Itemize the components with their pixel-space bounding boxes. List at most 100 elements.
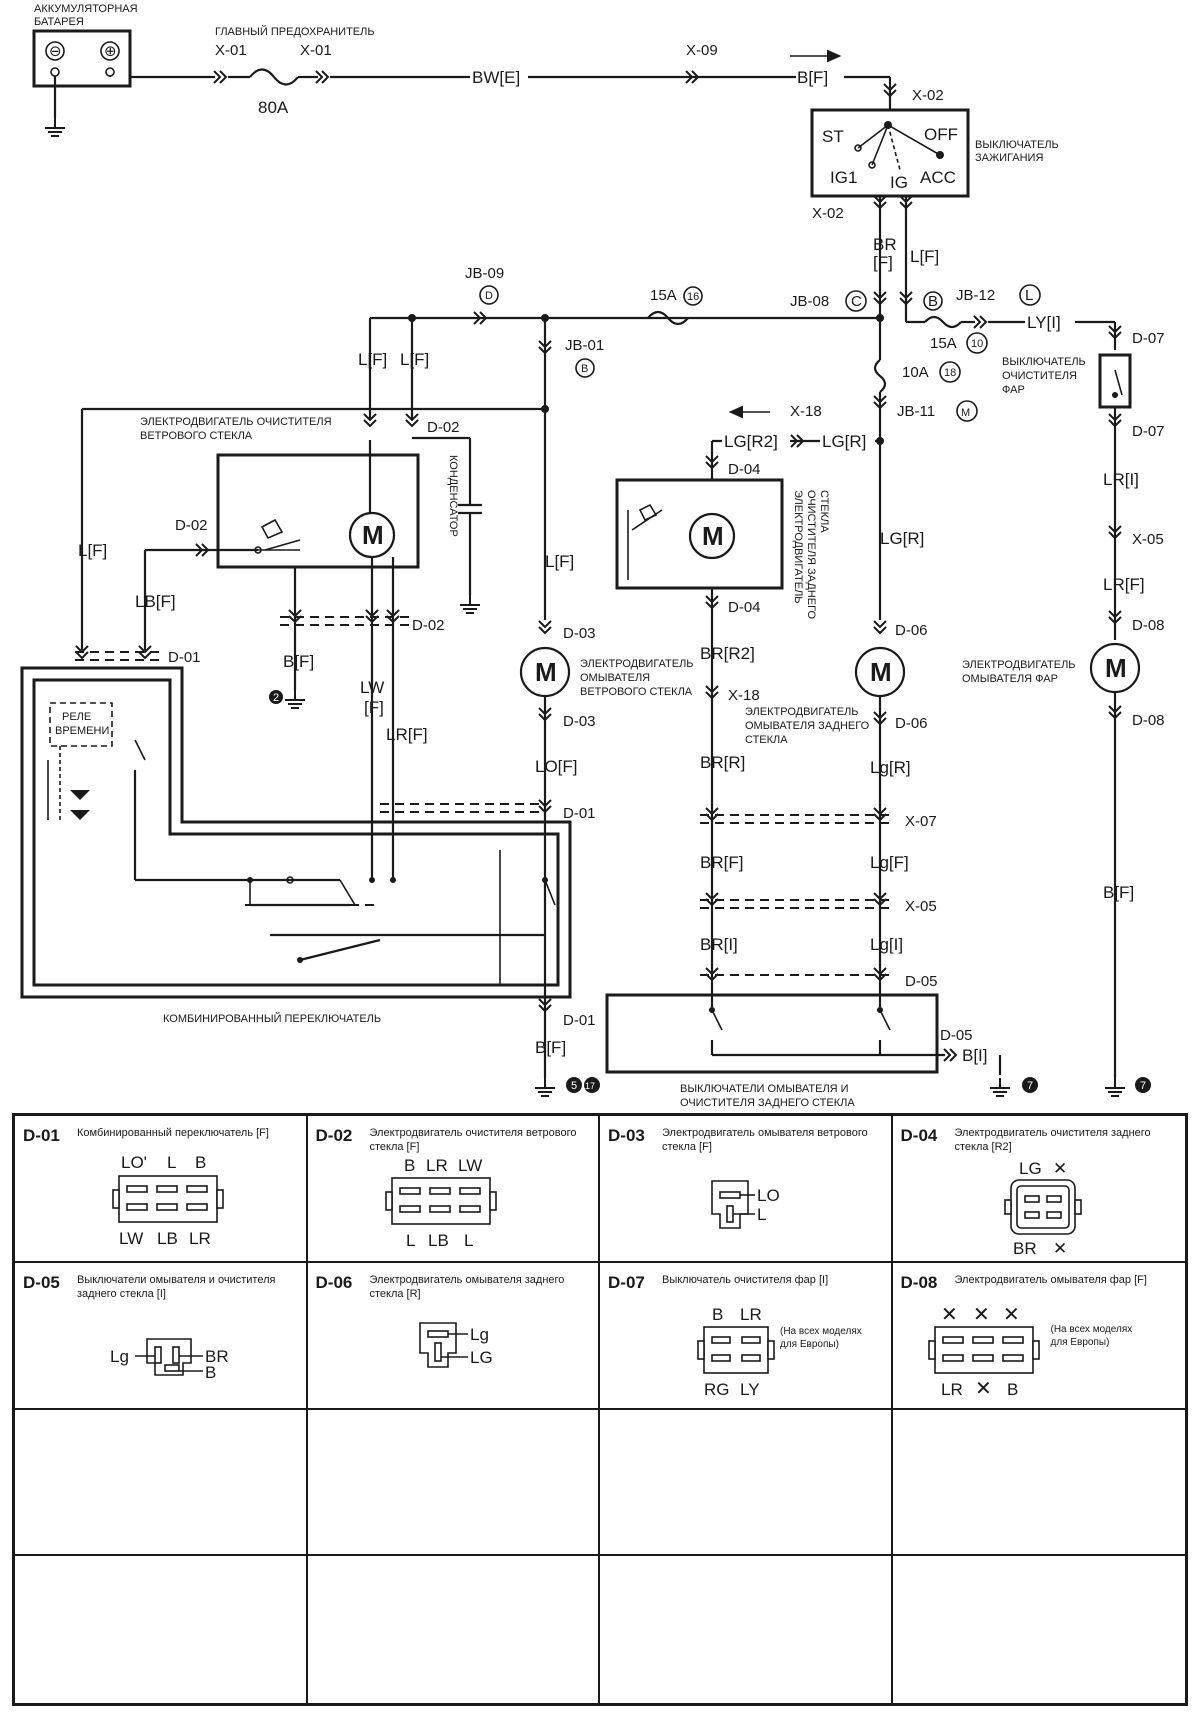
headlight-wiper-switch: ВЫКЛЮЧАТЕЛЬ ОЧИСТИТЕЛЯ ФАР (1002, 353, 1132, 409)
legend-id: D-05 (23, 1272, 60, 1292)
conn-d08-bottom: D-08 (1132, 712, 1165, 729)
legend-cell-d03: D-03 Электродвигатель омывателя ветровог… (600, 1116, 893, 1263)
battery-plus-icon: ⊕ (104, 43, 117, 60)
motor-icon: M (535, 657, 557, 687)
pin-label: ✕ (1053, 1159, 1067, 1178)
battery-label: АККУМУЛЯТОРНАЯ (34, 3, 138, 15)
legend-cell-d05: D-05 Выключатели омывателя и очистителя … (15, 1262, 308, 1410)
conn-d06-bottom: D-06 (895, 715, 928, 732)
rear-wiper-label-3: СТЕКЛА (818, 490, 830, 533)
pin-label: LY (740, 1380, 760, 1399)
ground-icon (534, 1077, 556, 1097)
rear-switch-label-2: ОЧИСТИТЕЛЯ ЗАДНЕГО СТЕКЛА (680, 1097, 855, 1109)
legend-cell-d01: D-01 Комбинированный переключатель [F] L… (15, 1116, 308, 1263)
wire-lg-f-low: Lg[F] (870, 853, 909, 872)
main-fuse-label: ГЛАВНЫЙ ПРЕДОХРАНИТЕЛЬ (215, 25, 375, 38)
legend-cell-d08: D-08 Электродвигатель омывателя фар [F] … (892, 1263, 1185, 1410)
windshield-wiper-motor: ЭЛЕКТРОДВИГАТЕЛЬ ОЧИСТИТЕЛЯ ВЕТРОВОГО СТ… (140, 416, 420, 569)
jb09-sym: D (485, 290, 493, 302)
connector-d06-icon: Lg LG (418, 1321, 492, 1368)
wire-lr-f-right: LR[F] (1103, 575, 1145, 594)
jb12: JB-12 (956, 287, 995, 304)
pin-label: LB (428, 1231, 449, 1250)
conn-d08-top: D-08 (1132, 617, 1165, 634)
wire-b-f-right: B[F] (1103, 883, 1134, 902)
conn-d06-top: D-06 (895, 622, 928, 639)
conn-x07: X-07 (905, 813, 937, 830)
rear-washer-motor: M (854, 646, 906, 698)
wire-br-f-low: BR[F] (700, 853, 743, 872)
legend-id: D-03 (608, 1126, 645, 1145)
wire-lg-i-low: Lg[I] (870, 935, 903, 954)
conn-d02-bottom: D-02 (412, 617, 445, 634)
wire-l-f-washer: L[F] (545, 552, 574, 571)
conn-x09: X-09 (686, 42, 718, 59)
rear-washer-label: ЭЛЕКТРОДВИГАТЕЛЬ (745, 706, 859, 718)
legend-cell-empty (600, 1556, 893, 1703)
rear-switch-label: ВЫКЛЮЧАТЕЛИ ОМЫВАТЕЛЯ И (680, 1083, 849, 1095)
pin-label: B (1007, 1380, 1018, 1399)
wire-br-r: BR[R] (700, 753, 745, 772)
legend-cell-d02: D-02 Электродвигатель очистителя ветрово… (307, 1116, 600, 1263)
pin-label: LR (941, 1380, 963, 1399)
pin-label: LW (119, 1229, 143, 1248)
legend-note: для Европы) (780, 1338, 839, 1350)
wire-label-bw-e: BW[E] (472, 68, 520, 87)
jb08: JB-08 (790, 293, 829, 310)
f10a-num: 18 (944, 367, 956, 379)
combination-switch: РЕЛЕ ВРЕМЕНИ (20, 666, 572, 999)
wire-ly-i: LY[I] (1027, 313, 1061, 332)
legend-cell-d04: D-04 Электродвигатель очистителя заднего… (892, 1116, 1185, 1263)
ws-washer-label-2: ОМЫВАТЕЛЯ (580, 672, 650, 684)
ign-label-2: ЗАЖИГАНИЯ (975, 152, 1043, 164)
wire-lg-r2: LG[R2] (724, 432, 778, 451)
connector-legend-table: D-01 Комбинированный переключатель [F] L… (12, 1113, 1188, 1706)
wire-lw-f: [F] (364, 698, 384, 717)
pin-label: ✕ (1053, 1239, 1067, 1258)
relay-label-2: ВРЕМЕНИ (55, 725, 109, 737)
ground-5: 5 (571, 1080, 577, 1092)
fuse-icon (249, 68, 299, 86)
main-fuse-rating: 80A (258, 98, 289, 117)
pin-label: L (167, 1153, 176, 1172)
jb11: JB-11 (897, 403, 935, 420)
rear-washer-label-2: ОМЫВАТЕЛЯ ЗАДНЕГО (745, 720, 870, 732)
jb12-sym: L (1025, 287, 1033, 304)
wire-label-b-f-top: B[F] (797, 68, 828, 87)
conn-d04-bottom: D-04 (728, 599, 761, 616)
pin-label: Lg (470, 1325, 489, 1344)
ign-off: OFF (924, 125, 958, 144)
wire-br-f: [F] (873, 253, 893, 272)
hl-switch-label: ВЫКЛЮЧАТЕЛЬ (1002, 356, 1086, 368)
ground-7b: 7 (1140, 1080, 1146, 1092)
legend-cell-empty (600, 1409, 893, 1557)
wire-lr-i: LR[I] (1103, 470, 1139, 489)
rear-washer-label-3: СТЕКЛА (745, 734, 788, 746)
rear-wiper-motor: M ЭЛЕКТРОДВИГАТЕЛЬ ОЧИСТИТЕЛЯ ЗАДНЕГО СТ… (615, 478, 830, 619)
windshield-washer-motor: M ЭЛЕКТРОДВИГАТЕЛЬ ОМЫВАТЕЛЯ ВЕТРОВОГО С… (519, 646, 694, 698)
motor-icon: M (1105, 653, 1127, 683)
pin-label: LR (189, 1229, 211, 1248)
wire-lw: LW (360, 678, 384, 697)
pin-label: LW (458, 1156, 482, 1175)
wire-lg-r-low: Lg[R] (870, 758, 911, 777)
conn-d01-mid: D-01 (563, 805, 596, 822)
hl-switch-label-3: ФАР (1002, 384, 1025, 396)
relay-label: РЕЛЕ (62, 711, 91, 723)
jb08-b: B (928, 293, 938, 310)
conn-d03-bottom: D-03 (563, 713, 596, 730)
conn-d04-top: D-04 (728, 461, 761, 478)
legend-id: D-02 (315, 1126, 353, 1145)
ign-ig2: IG (890, 173, 908, 192)
ground-icon (44, 117, 66, 137)
conn-x18-mid: X-18 (728, 687, 760, 704)
conn-x18-top: X-18 (790, 403, 822, 420)
pin-label: B (195, 1153, 206, 1172)
pin-label: L (406, 1231, 415, 1250)
connector-d07-icon: B LR RG LY (697, 1305, 775, 1399)
connector-d03-icon: LO L (711, 1180, 780, 1229)
ground-2: 2 (273, 692, 279, 704)
legend-title: Электродвигатель омывателя фар [F] (954, 1273, 1147, 1286)
conn-d02-left: D-02 (175, 517, 208, 534)
ign-conn-bottom: X-02 (812, 205, 844, 222)
